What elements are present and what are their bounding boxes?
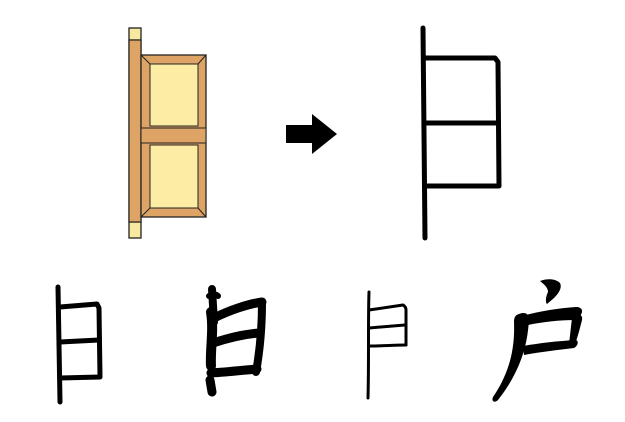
pictograph-post-stroke [420,25,428,241]
oracle-bone-script-glyph-icon [55,284,103,405]
wooden-door-icon [128,27,207,239]
door-panel-upper [149,63,199,127]
door-pictograph-icon [420,25,502,241]
bevel-line [197,54,207,65]
right-arrow-icon [286,114,337,154]
bronze-script-glyph-icon [205,285,267,397]
door-middle-rail [140,127,207,144]
bevel-line [197,207,207,218]
seal-script-glyph-icon [366,290,408,400]
bevel-line [140,54,151,65]
door-panel-lower [149,144,199,209]
pictograph-frame-stroke [422,55,502,189]
bevel-line [140,207,151,218]
door-post-shaft [128,39,142,223]
clerical-script-glyph-icon [492,279,583,402]
